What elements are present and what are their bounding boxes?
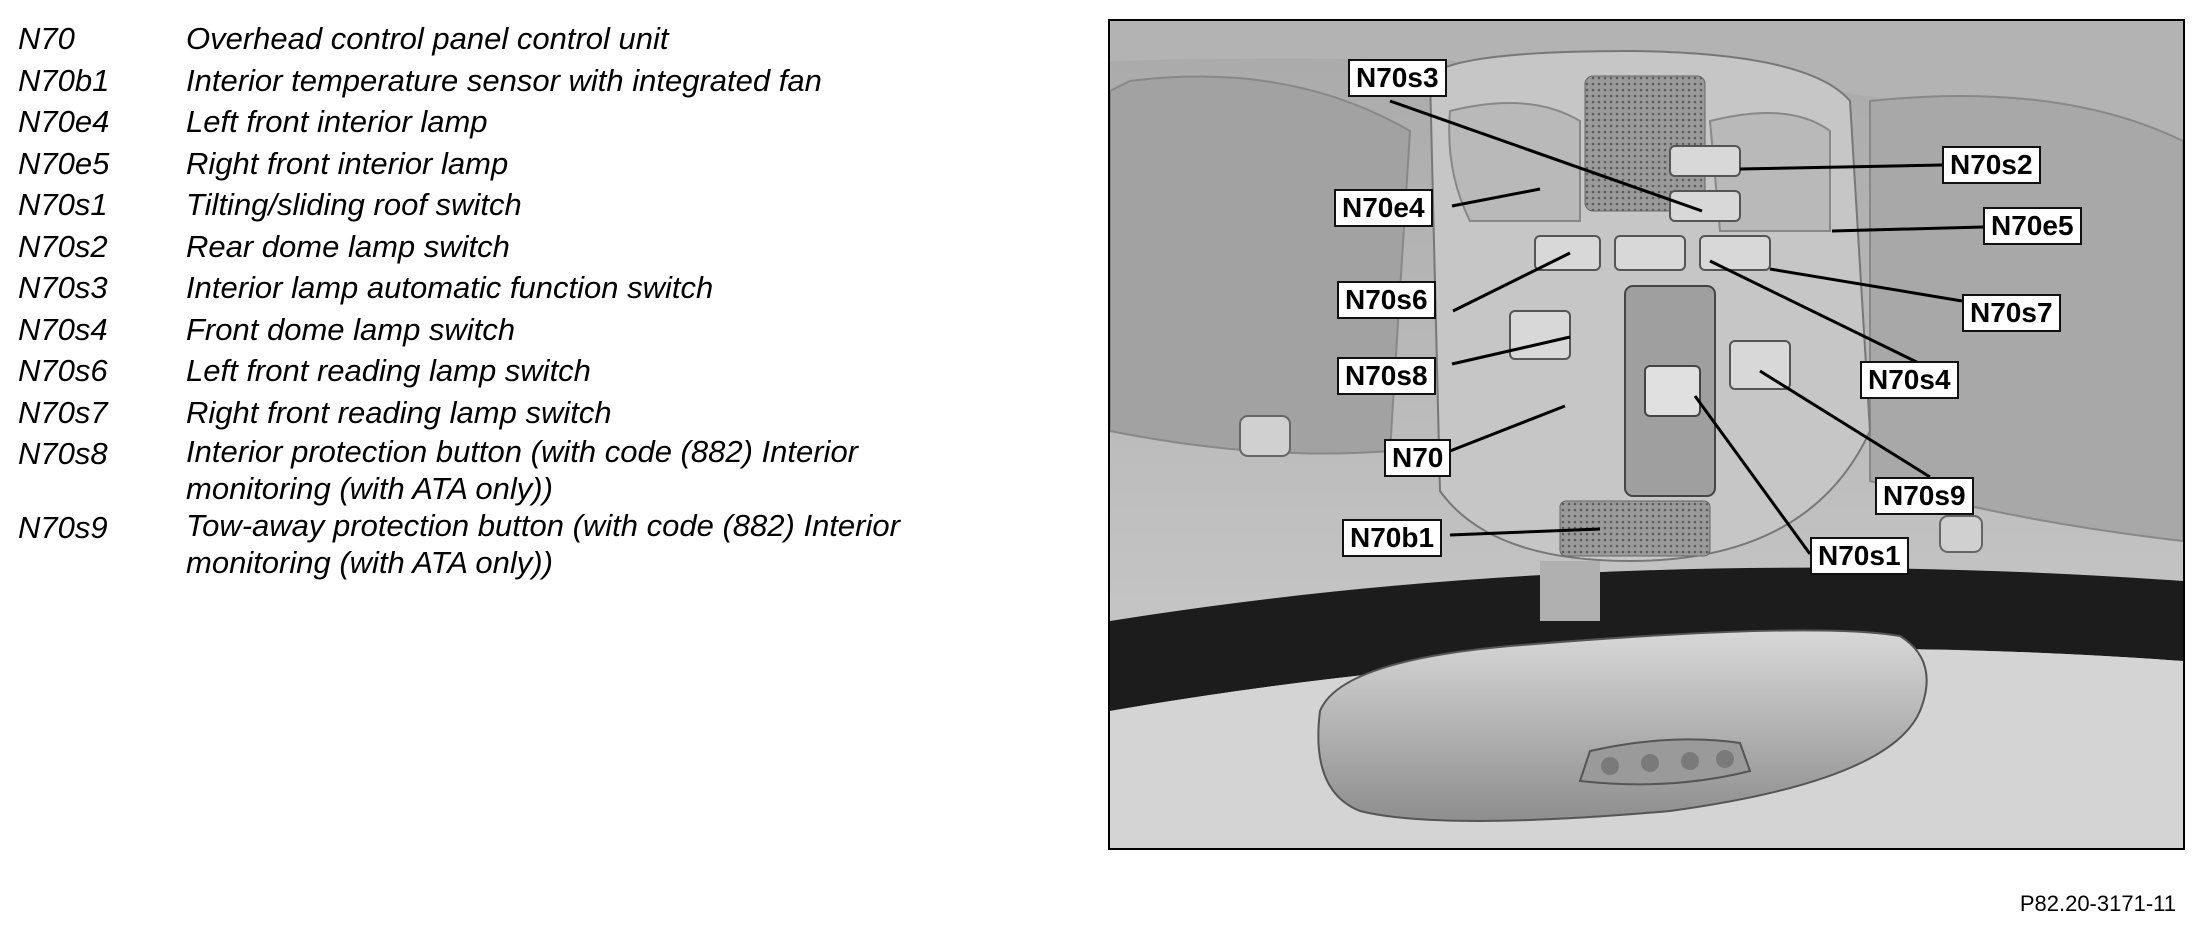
callout-n70b1: N70b1 (1342, 519, 1443, 557)
legend-code: N70s7 (18, 394, 108, 430)
callout-n70s1: N70s1 (1810, 537, 1909, 575)
legend-desc-line: Tilting/sliding roof switch (186, 187, 522, 222)
legend-desc: Overhead control panel control unit (186, 18, 1038, 60)
leader-n70 (1449, 404, 1566, 453)
legend-desc: Left front reading lamp switch (186, 350, 1038, 392)
leader-n70s9 (1759, 369, 1931, 479)
legend-code: N70e5 (18, 145, 110, 181)
legend-desc: Front dome lamp switch (186, 309, 1038, 351)
legend-row: N70s4 Front dome lamp switch (18, 309, 1038, 351)
leader-n70e5 (1831, 225, 1984, 233)
legend-desc: Tilting/sliding roof switch (186, 184, 1038, 226)
legend-row: N70s1 Tilting/sliding roof switch (18, 184, 1038, 226)
legend-code: N70s3 (18, 270, 108, 305)
callout-n70e5: N70e5 (1983, 207, 2082, 245)
legend-desc-line: Left front reading lamp switch (186, 353, 591, 388)
legend-code: N70s9 (18, 510, 108, 545)
legend-row: N70s6 Left front reading lamp switch (18, 350, 1038, 392)
legend-desc-line: monitoring (with ATA only)) (186, 545, 553, 580)
legend-desc-line: Interior lamp automatic function switch (186, 270, 714, 305)
legend-desc-line: Rear dome lamp switch (186, 228, 510, 264)
legend-row: N70s2 Rear dome lamp switch (18, 226, 1038, 268)
legend-row: N70b1 Interior temperature sensor with i… (18, 60, 1038, 102)
callout-n70s6: N70s6 (1337, 281, 1436, 319)
legend-code: N70s1 (18, 187, 108, 222)
leader-n70b1 (1449, 527, 1601, 537)
callout-n70s4: N70s4 (1860, 361, 1959, 399)
legend-code: N70e4 (18, 104, 110, 139)
legend-code: N70s2 (18, 228, 108, 264)
callout-n70s2: N70s2 (1942, 146, 2041, 184)
leader-n70s7 (1769, 267, 1963, 303)
legend-row: N70s9 Tow-away protection button (with c… (18, 507, 1038, 581)
legend-desc: Interior temperature sensor with integra… (186, 60, 1038, 102)
leader-n70s8 (1451, 335, 1571, 366)
legend-desc-line: monitoring (with ATA only)) (186, 471, 553, 506)
legend-desc: Interior protection button (with code (8… (186, 433, 1038, 507)
legend-desc: Rear dome lamp switch (186, 226, 1038, 268)
leader-n70s6 (1452, 251, 1571, 313)
figure-id: P82.20-3171-11 (2019, 891, 2176, 916)
legend: N70 Overhead control panel control unit … (18, 18, 1038, 581)
legend-row: N70s3 Interior lamp automatic function s… (18, 267, 1038, 309)
legend-code: N70s4 (18, 311, 108, 347)
legend-desc-line: Right front interior lamp (186, 145, 509, 181)
legend-desc-line: Interior temperature sensor with integra… (186, 62, 822, 98)
legend-row: N70 Overhead control panel control unit (18, 18, 1038, 60)
leader-n70e4 (1451, 187, 1541, 208)
overhead-panel-figure: N70s3 N70s2 N70e4 N70e5 N70s6 N70s7 N70s… (1108, 19, 2185, 850)
leader-n70s4 (1709, 259, 1936, 373)
leader-n70s1 (1693, 395, 1812, 555)
leader-n70s2 (1739, 163, 1943, 171)
legend-desc: Left front interior lamp (186, 101, 1038, 143)
legend-row: N70s7 Right front reading lamp switch (18, 392, 1038, 434)
legend-desc-line: Overhead control panel control unit (186, 21, 669, 56)
callout-n70s7: N70s7 (1962, 294, 2061, 332)
legend-desc-line: Front dome lamp switch (186, 311, 516, 347)
legend-desc-line: Tow-away protection button (with code (8… (186, 508, 900, 543)
callout-n70s9: N70s9 (1875, 477, 1974, 515)
legend-desc-line: Left front interior lamp (186, 104, 488, 139)
legend-code: N70b1 (18, 62, 110, 98)
legend-desc-line: Interior protection button (with code (8… (186, 434, 859, 469)
legend-desc: Right front reading lamp switch (186, 392, 1038, 434)
legend-code: N70s8 (18, 436, 108, 471)
legend-code: N70 (18, 21, 75, 56)
legend-row: N70e5 Right front interior lamp (18, 143, 1038, 185)
leader-n70s3 (1389, 99, 1703, 213)
legend-code: N70s6 (18, 353, 108, 388)
legend-desc: Right front interior lamp (186, 143, 1038, 185)
legend-desc: Tow-away protection button (with code (8… (186, 507, 1038, 581)
legend-row: N70e4 Left front interior lamp (18, 101, 1038, 143)
legend-desc: Interior lamp automatic function switch (186, 267, 1038, 309)
callout-n70s8: N70s8 (1337, 357, 1436, 395)
legend-desc-line: Right front reading lamp switch (186, 394, 612, 430)
legend-row: N70s8 Interior protection button (with c… (18, 433, 1038, 507)
callout-n70s3: N70s3 (1348, 59, 1447, 97)
callout-n70e4: N70e4 (1334, 189, 1433, 227)
callout-n70: N70 (1384, 439, 1452, 477)
